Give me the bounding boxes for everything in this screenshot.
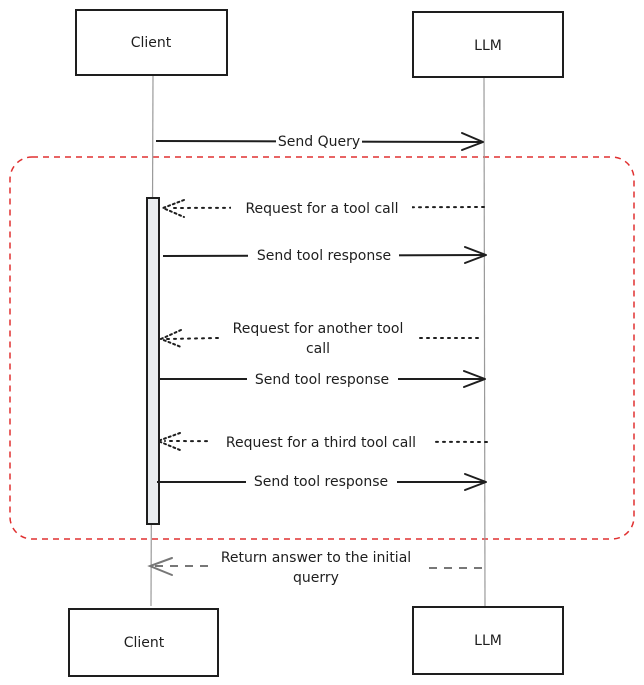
client-actor-top: Client: [75, 9, 228, 76]
message-return-answer-label-line1: Return answer to the initial: [221, 550, 411, 566]
message-return-answer: Return answer to the initial querry: [147, 550, 482, 586]
llm-actor-top-label: LLM: [474, 38, 502, 54]
llm-actor-bottom: LLM: [412, 606, 564, 675]
message-return-answer-label-line2: querry: [293, 570, 339, 586]
message-send-tool-response-2-label: Send tool response: [255, 372, 389, 388]
message-send-tool-response-1-label: Send tool response: [257, 248, 391, 264]
message-request-tool-call-2-label-line1: Request for another tool: [233, 321, 404, 337]
llm-actor-top: LLM: [412, 11, 564, 78]
client-activation-bar: [146, 197, 160, 525]
message-request-tool-call-3: Request for a third tool call: [155, 432, 488, 452]
llm-lifeline: [483, 77, 486, 607]
message-request-tool-call-3-label: Request for a third tool call: [226, 435, 416, 451]
message-request-tool-call-2-label-line2: call: [306, 341, 330, 357]
message-request-tool-call-2: Request for another tool call: [158, 321, 479, 357]
message-send-tool-response-2: Send tool response: [158, 370, 486, 389]
message-send-query: Send Query: [155, 132, 484, 151]
message-send-query-label: Send Query: [278, 134, 360, 150]
message-send-tool-response-3-label: Send tool response: [254, 474, 388, 490]
client-actor-top-label: Client: [131, 35, 172, 51]
message-request-tool-call-1: Request for a tool call: [160, 199, 485, 219]
message-request-tool-call-1-label: Request for a tool call: [245, 201, 398, 217]
message-send-tool-response-3: Send tool response: [157, 472, 487, 491]
client-actor-bottom-label: Client: [124, 635, 165, 651]
llm-actor-bottom-label: LLM: [474, 633, 502, 649]
client-actor-bottom: Client: [68, 608, 219, 677]
message-send-tool-response-1: Send tool response: [162, 246, 487, 265]
tool-call-loop-frame: [9, 156, 635, 540]
